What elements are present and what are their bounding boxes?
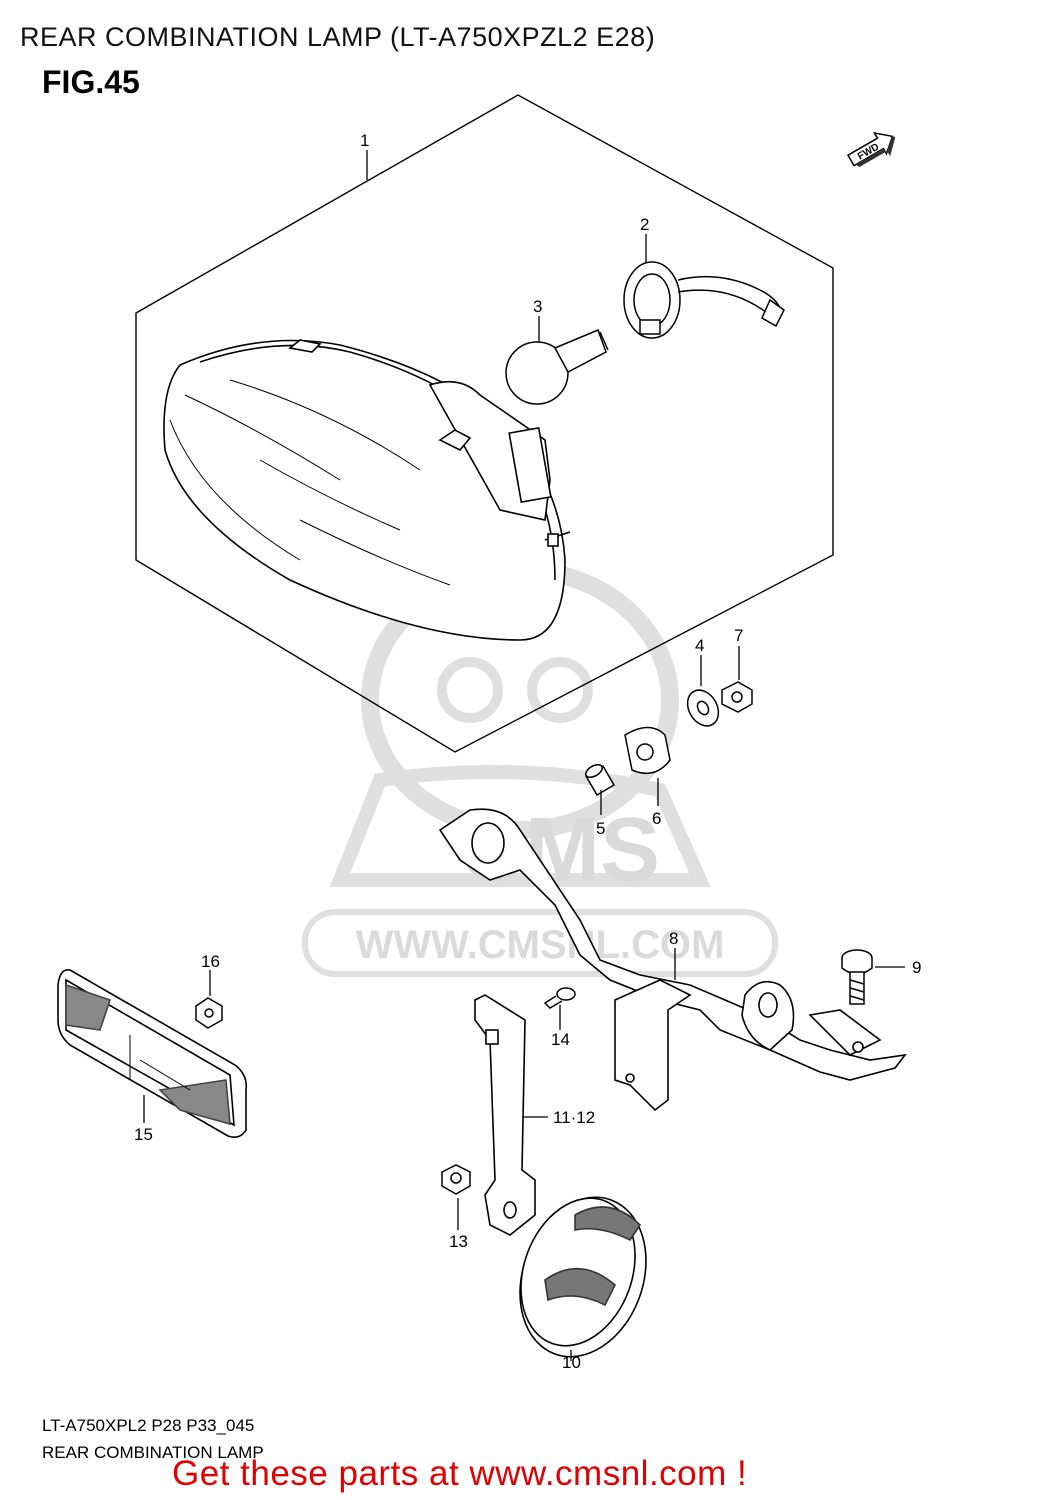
- nut: [721, 681, 753, 713]
- callout-14: 14: [551, 1030, 570, 1049]
- diagram-code: LT-A750XPL2 P28 P33_045: [42, 1416, 255, 1435]
- callout-16: 16: [201, 952, 220, 971]
- shop-link[interactable]: Get these parts at www.cmsnl.com !: [172, 1454, 748, 1493]
- bulb: [505, 329, 609, 405]
- round-reflector: [519, 1196, 647, 1358]
- washer: [686, 689, 720, 727]
- fwd-arrow-icon: FWD: [846, 131, 896, 168]
- rear-combination-lamp: [163, 339, 571, 641]
- callout-15: 15: [134, 1125, 153, 1144]
- callout-5: 5: [596, 819, 605, 838]
- reflector-nut: [195, 997, 223, 1029]
- figure-number: FIG.45: [42, 64, 140, 100]
- bulb-socket: [623, 261, 785, 339]
- callout-13: 13: [449, 1232, 468, 1251]
- assembly-outline: [135, 94, 834, 753]
- callout-1: 1: [360, 131, 369, 150]
- callout-9: 9: [912, 958, 921, 977]
- side-reflector: [57, 968, 248, 1138]
- reflector-bracket: [474, 994, 536, 1236]
- callout-8: 8: [669, 929, 678, 948]
- leader-lines: [143, 150, 905, 1361]
- callout-labels: 1 2 3 4 5 6 7 8 9 10 11·12 13 14 15 16: [134, 131, 921, 1372]
- bolt: [841, 949, 873, 1005]
- callout-7: 7: [734, 626, 743, 645]
- callout-11-12: 11·12: [553, 1108, 595, 1127]
- watermark-url: WWW.CMSNL.COM: [356, 923, 725, 967]
- lamp-bracket: [438, 808, 907, 1112]
- page-title: REAR COMBINATION LAMP (LT-A750XPZL2 E28): [20, 22, 656, 52]
- spacer: [584, 764, 616, 797]
- callout-2: 2: [640, 215, 649, 234]
- screw: [543, 987, 576, 1009]
- callout-6: 6: [652, 809, 661, 828]
- flange-nut: [441, 1164, 471, 1195]
- callout-4: 4: [695, 636, 704, 655]
- diagram-name: REAR COMBINATION LAMP: [42, 1443, 264, 1462]
- callout-10: 10: [562, 1353, 581, 1372]
- cushion: [624, 726, 671, 775]
- callout-3: 3: [533, 297, 542, 316]
